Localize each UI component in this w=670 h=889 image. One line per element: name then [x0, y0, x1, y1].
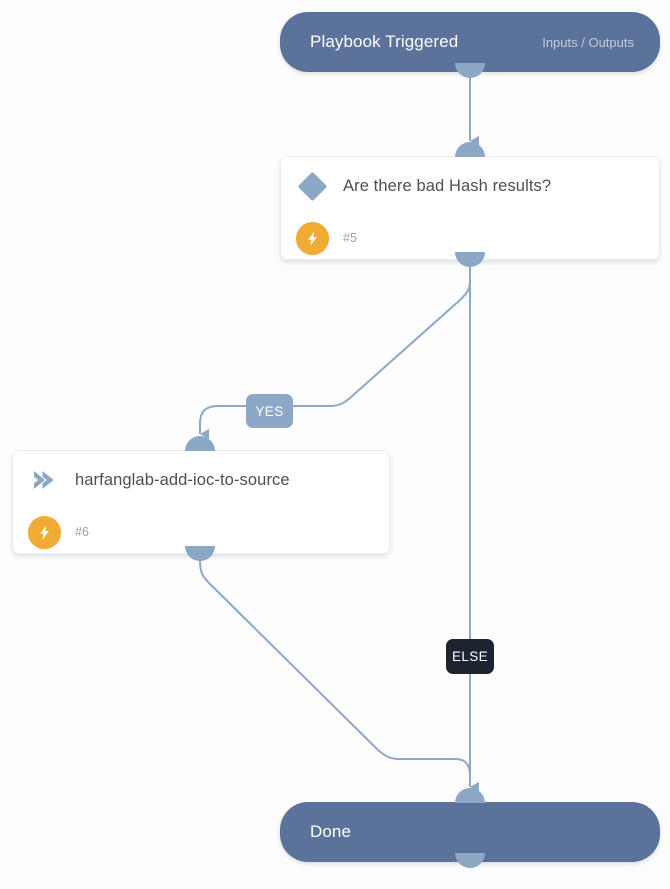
node-start-inputs-outputs-link[interactable]: Inputs / Outputs: [542, 34, 634, 50]
node-start-title: Playbook Triggered: [310, 32, 459, 51]
node-action-footer-row: #6: [13, 509, 89, 555]
node-done[interactable]: Done: [280, 802, 660, 862]
node-action-header-row: harfanglab-add-ioc-to-source: [13, 451, 290, 509]
node-condition-header-row: Are there bad Hash results?: [281, 157, 551, 215]
node-condition-footer-row: #5: [281, 215, 357, 261]
node-action-harfanglab-add-ioc[interactable]: harfanglab-add-ioc-to-source #6: [12, 450, 390, 554]
edge-condition-yes-to-action: [199, 266, 471, 439]
lightning-bolt-icon: [13, 515, 75, 549]
handle-start-bottom[interactable]: [455, 63, 485, 78]
handle-action-bottom[interactable]: [185, 546, 215, 561]
node-action-title: harfanglab-add-ioc-to-source: [75, 470, 290, 489]
node-condition-bad-hash[interactable]: Are there bad Hash results? #5: [280, 156, 660, 260]
node-condition-title: Are there bad Hash results?: [343, 176, 552, 195]
handle-action-top[interactable]: [185, 436, 215, 451]
diamond-icon: [281, 171, 343, 201]
node-condition-number: #5: [343, 231, 357, 245]
node-done-title: Done: [310, 822, 352, 841]
handle-done-top[interactable]: [455, 788, 485, 803]
chevron-right-icon: [13, 469, 75, 491]
edge-label-else[interactable]: ELSE: [446, 639, 494, 674]
edge-action-to-done: [199, 559, 479, 792]
handle-condition-top[interactable]: [455, 142, 485, 157]
handle-condition-bottom[interactable]: [455, 252, 485, 267]
lightning-bolt-icon: [281, 221, 343, 255]
edge-label-yes[interactable]: YES: [246, 394, 293, 428]
node-playbook-triggered[interactable]: Playbook Triggered Inputs / Outputs: [280, 12, 660, 72]
handle-done-bottom[interactable]: [455, 853, 485, 868]
node-action-number: #6: [75, 525, 89, 539]
